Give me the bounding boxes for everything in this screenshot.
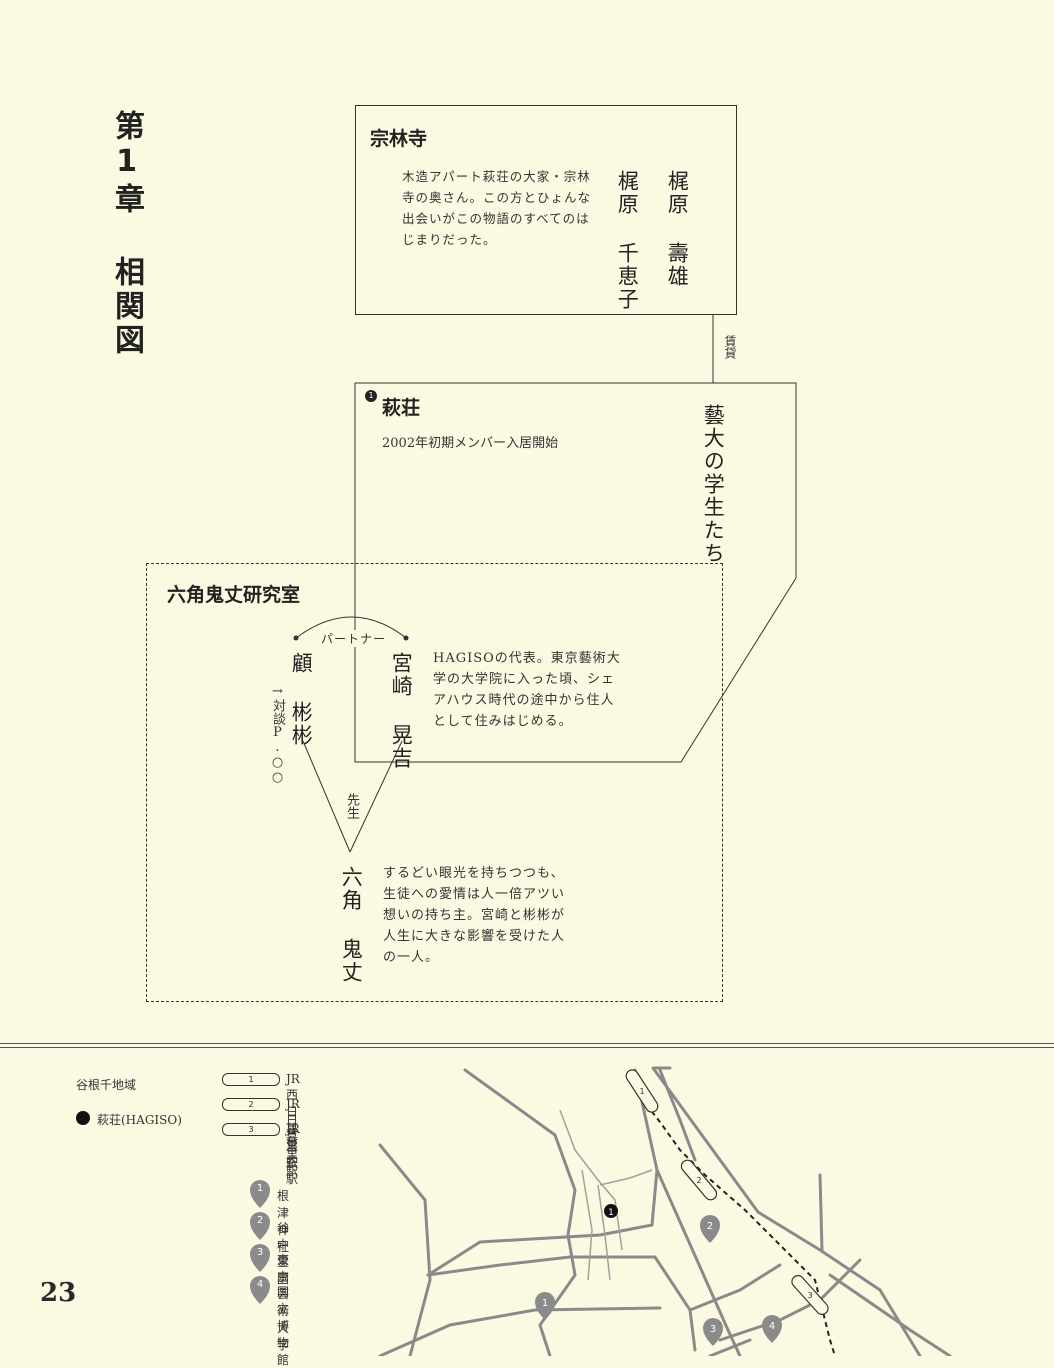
- hagiso-legend-label: 萩荘(HAGISO): [97, 1113, 182, 1127]
- relation-lines: [293, 314, 797, 853]
- hagiso-title: 萩荘: [382, 397, 421, 419]
- place-name: 根津神社: [277, 1189, 290, 1254]
- partner-label: パートナー: [319, 630, 389, 647]
- section-divider-2: [0, 1047, 1054, 1048]
- rokkaku-description: するどい眼光を持ちつつも、生徒への愛情は人一倍アツい想いの持ち主。宮崎と彬彬が人…: [383, 866, 566, 965]
- hagiso-subtitle: 2002年初期メンバー入居開始: [382, 436, 559, 451]
- place-pin-number: 1: [256, 1183, 264, 1194]
- sourinji-description: 木造アパート萩荘の大家・宗林寺の奥さん。この方とひょんな出会いがこの物語のすべて…: [402, 169, 592, 247]
- rokkaku-lab-box: 六角鬼丈研究室: [146, 563, 723, 1002]
- station-name: JR 西日暮里駅: [286, 1072, 300, 1170]
- gu-reference: →対談P.○○: [270, 684, 285, 785]
- page-number: 23: [40, 1278, 77, 1308]
- geidai-students: 藝大の学生たち: [701, 404, 726, 565]
- station-pill: 3: [222, 1123, 280, 1136]
- place-name: 東京芸術大学: [277, 1253, 290, 1352]
- lab-title: 六角鬼丈研究室: [167, 584, 301, 606]
- svg-text:1: 1: [542, 1298, 548, 1309]
- sourinji-box: 宗林寺 木造アパート萩荘の大家・宗林寺の奥さん。この方とひょんな出会いがこの物語…: [355, 105, 737, 315]
- station-pill: 2: [222, 1098, 280, 1111]
- svg-text:2: 2: [696, 1176, 701, 1185]
- person-kajiwara-hisao: 梶原 壽雄: [665, 170, 690, 288]
- area-map: 1 2 3 1 2 3 4 1: [378, 1066, 952, 1356]
- svg-text:1: 1: [639, 1087, 644, 1096]
- place-pin-icon: [250, 1244, 270, 1272]
- place-pin-icon: [250, 1212, 270, 1240]
- place-pin-number: 4: [256, 1279, 264, 1290]
- svg-text:2: 2: [707, 1221, 713, 1232]
- svg-text:3: 3: [710, 1324, 716, 1335]
- chapter-title: 第1章 相関図: [109, 110, 144, 358]
- sourinji-title: 宗林寺: [370, 128, 428, 150]
- station-pill: 1: [222, 1073, 280, 1086]
- hagiso-legend-dot: [76, 1111, 90, 1125]
- miyazaki-description: HAGISOの代表。東京藝術大学の大学院に入った頃、シェアハウス時代の途中から住…: [433, 651, 621, 729]
- station-name: JR 鶯谷駅: [286, 1122, 300, 1186]
- person-rokkaku-kijo: 六角 鬼丈: [339, 866, 364, 984]
- teacher-label: 先生: [342, 793, 361, 819]
- place-pin-number: 3: [256, 1247, 264, 1258]
- svg-text:3: 3: [807, 1291, 812, 1300]
- hagiso-marker: 1: [365, 390, 377, 402]
- rental-label: 賃貸: [723, 335, 737, 359]
- svg-text:4: 4: [769, 1321, 775, 1332]
- svg-text:1: 1: [608, 1208, 614, 1218]
- map-area-label: 谷根千地域: [76, 1078, 137, 1092]
- station-name: JR 日暮里駅: [286, 1097, 300, 1178]
- place-name: 国立博物館: [277, 1285, 290, 1367]
- person-kajiwara-chieko: 梶原 千恵子: [615, 170, 640, 311]
- place-pin-icon: [250, 1180, 270, 1208]
- section-divider: [0, 1043, 1054, 1044]
- place-name: 谷中霊園: [277, 1221, 290, 1286]
- person-miyazaki-mitsuyoshi: 宮崎 晃吉: [389, 652, 414, 770]
- place-pin-icon: [250, 1276, 270, 1304]
- person-gu-binbin: 顧 彬彬: [289, 652, 314, 747]
- place-pin-number: 2: [256, 1215, 264, 1226]
